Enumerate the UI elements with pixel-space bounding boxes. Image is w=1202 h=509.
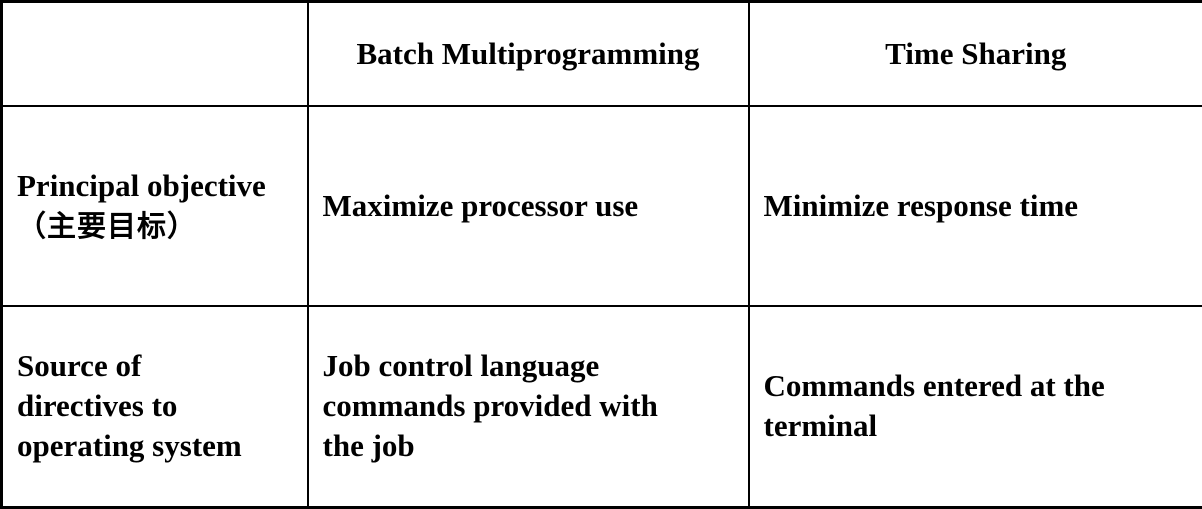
cell-text-line: terminal xyxy=(764,406,1189,446)
cell-time-sharing-directives: Commands entered at the terminal xyxy=(749,306,1202,508)
table-row-principal-objective: Principal objective （主要目标） Maximize proc… xyxy=(2,106,1202,306)
cell-text-line: the job xyxy=(323,426,734,466)
cell-text-line: commands provided with xyxy=(323,386,734,426)
cell-time-sharing-objective: Minimize response time xyxy=(749,106,1202,306)
row-label-line: Source of xyxy=(17,346,293,386)
header-batch-multiprogramming: Batch Multiprogramming xyxy=(308,2,749,106)
row-label-line: directives to xyxy=(17,386,293,426)
header-empty-cell xyxy=(2,2,308,106)
row-label-chinese: （主要目标） xyxy=(17,206,293,246)
header-time-sharing: Time Sharing xyxy=(749,2,1202,106)
row-label-line: operating system xyxy=(17,426,293,466)
row-label-principal-objective: Principal objective xyxy=(17,166,293,206)
cell-batch-directives: Job control language commands provided w… xyxy=(308,306,749,508)
row-label-cell: Source of directives to operating system xyxy=(2,306,308,508)
cell-text-line: Job control language xyxy=(323,346,734,386)
row-label-cell: Principal objective （主要目标） xyxy=(2,106,308,306)
cell-text-line: Commands entered at the xyxy=(764,366,1189,406)
cell-batch-objective: Maximize processor use xyxy=(308,106,749,306)
table-row-source-of-directives: Source of directives to operating system… xyxy=(2,306,1202,508)
table-header-row: Batch Multiprogramming Time Sharing xyxy=(2,2,1202,106)
